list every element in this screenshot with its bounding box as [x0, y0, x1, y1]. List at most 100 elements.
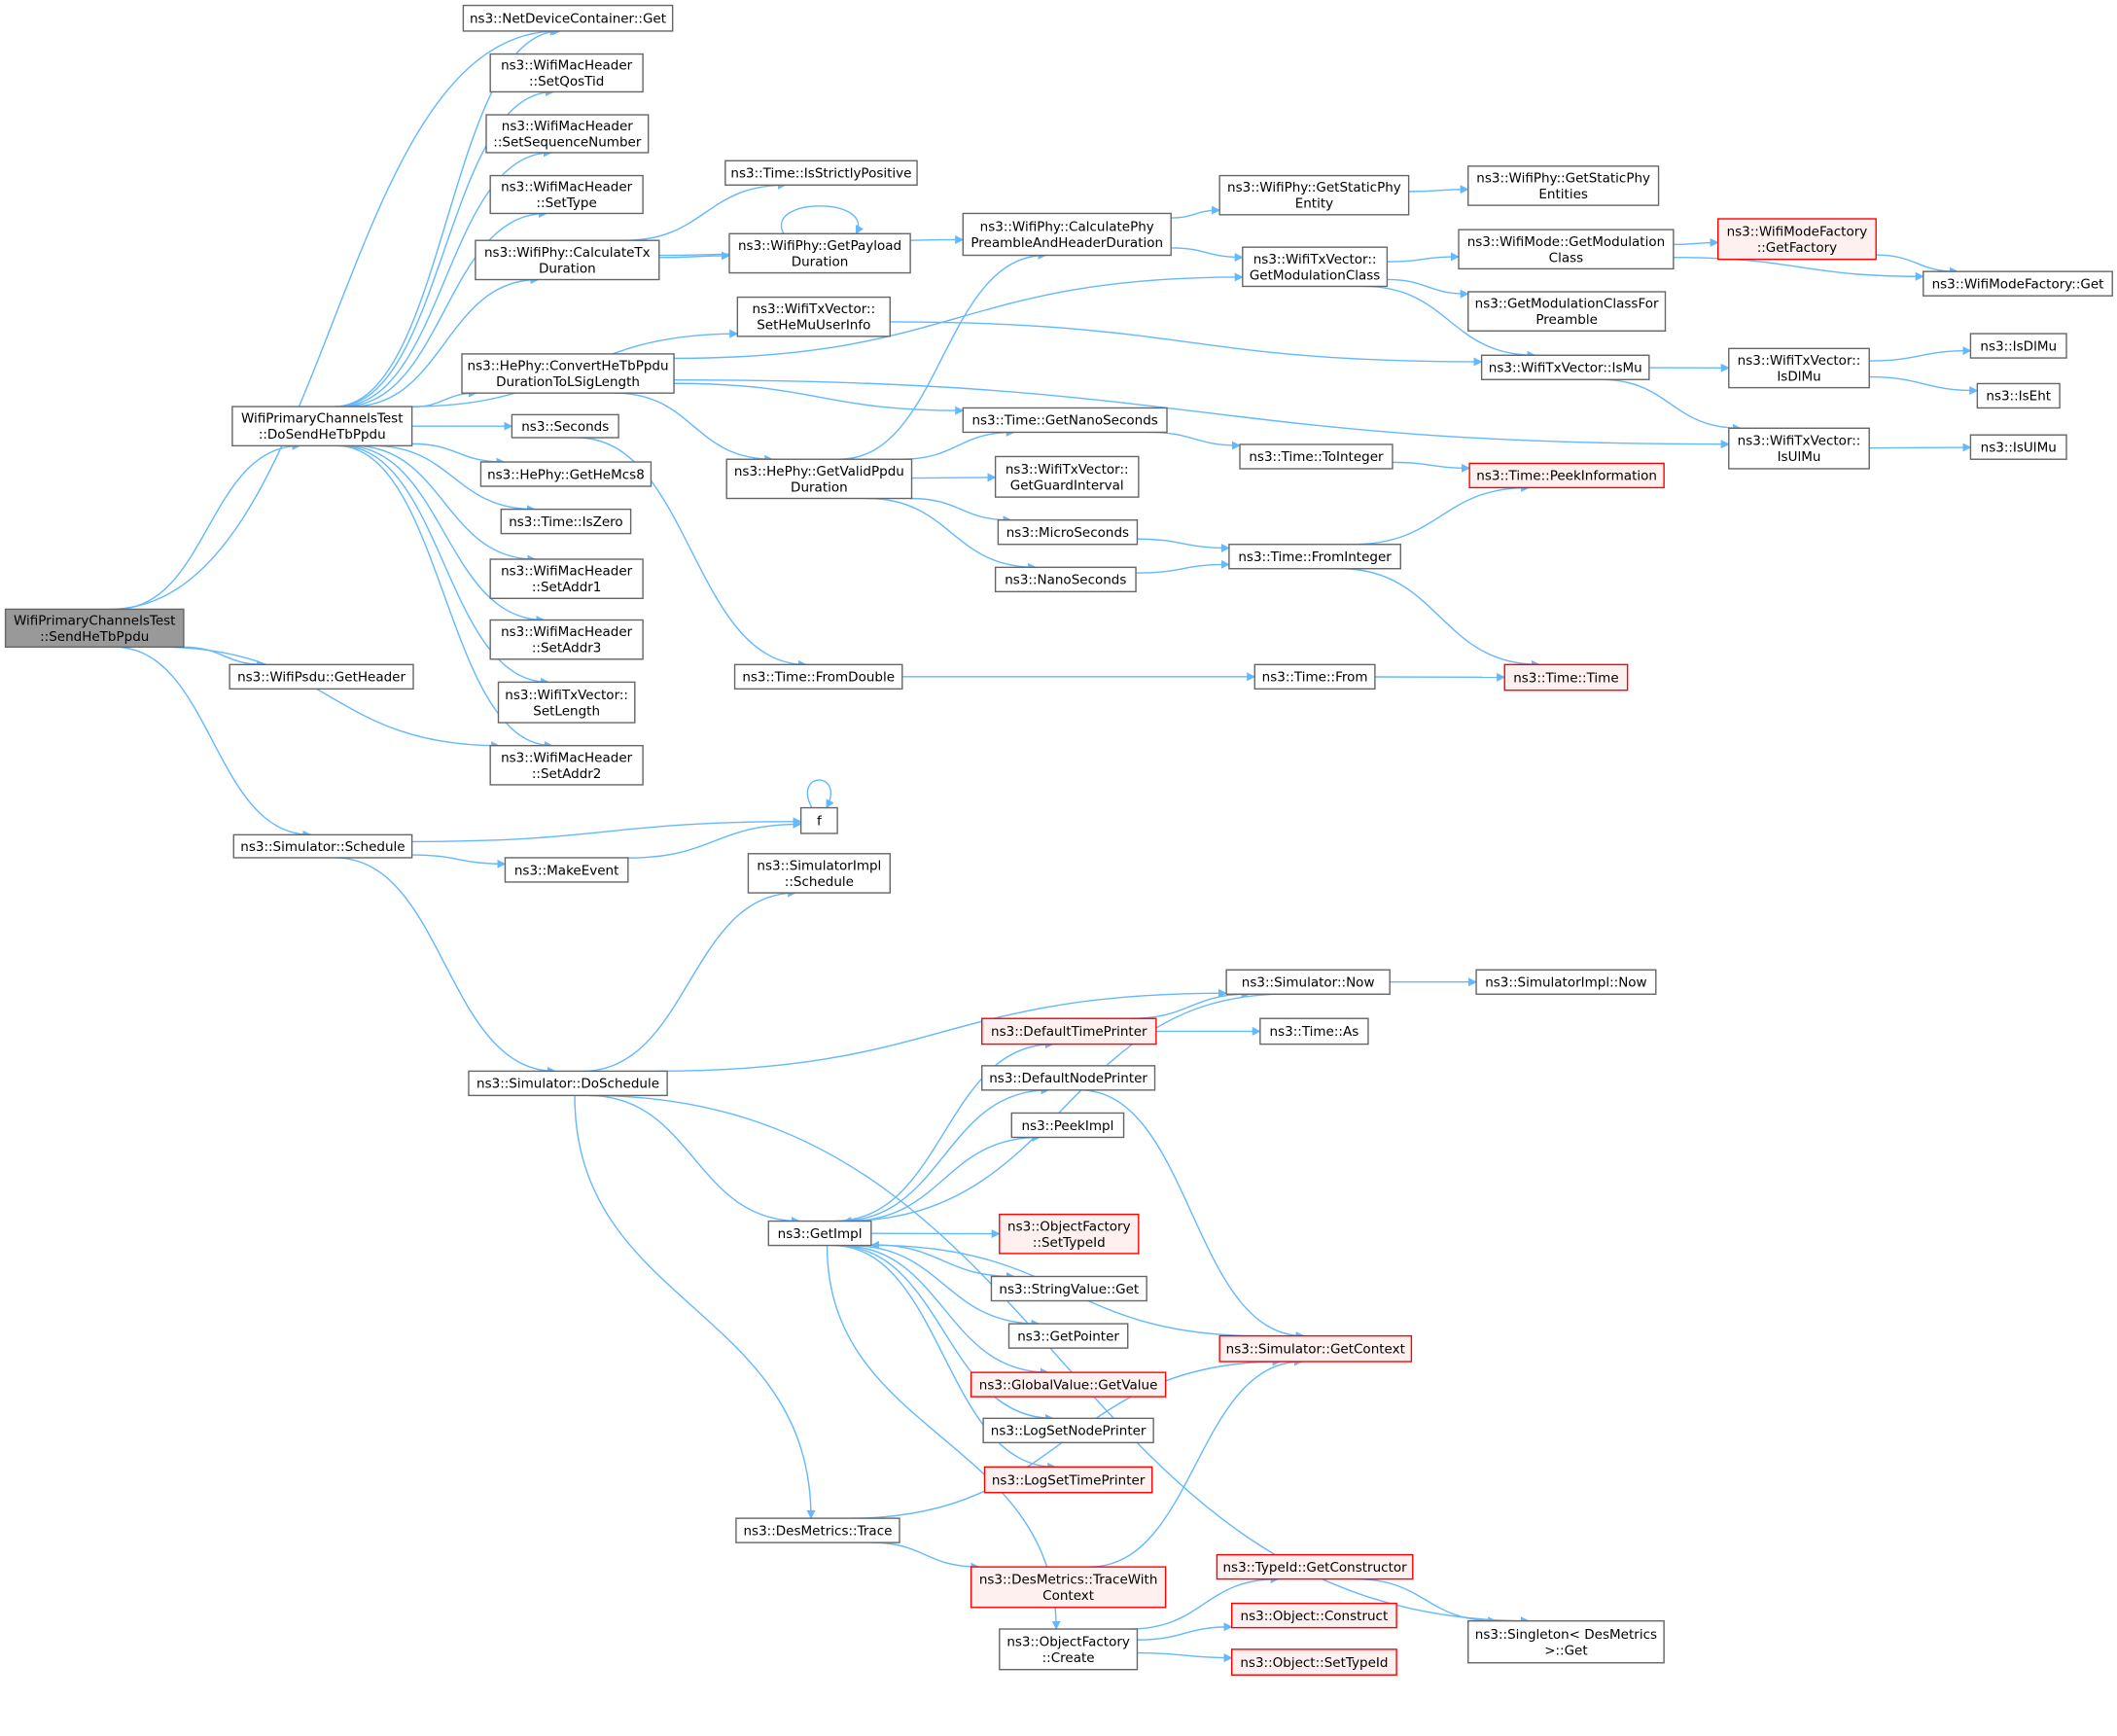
node-setaddr1[interactable]: ns3::WifiMacHeader::SetAddr1	[489, 558, 644, 599]
node-label: ns3::Time::IsZero	[509, 514, 623, 530]
node-label: ns3::WifiMacHeader	[501, 180, 633, 195]
node-label: SetHeMuUserInfo	[757, 318, 870, 334]
node-label: ns3::WifiPhy::GetStaticPhy	[1476, 171, 1650, 187]
node-isulmu[interactable]: ns3::IsUlMu	[1969, 434, 2067, 460]
node-setseqnum[interactable]: ns3::WifiMacHeader::SetSequenceNumber	[485, 114, 650, 154]
node-label: ns3::HePhy::GetValidPpdu	[734, 464, 904, 479]
node-label: ns3::WifiPhy::GetStaticPhy	[1227, 180, 1401, 195]
node-sim-schedule[interactable]: ns3::Simulator::Schedule	[232, 833, 413, 859]
node-fromint[interactable]: ns3::Time::FromInteger	[1228, 544, 1401, 570]
node-root[interactable]: WifiPrimaryChannelsTest::SendHeTbPpdu	[4, 608, 185, 648]
node-iszero[interactable]: ns3::Time::IsZero	[500, 508, 632, 535]
node-typeid-getctor[interactable]: ns3::TypeId::GetConstructor	[1216, 1553, 1414, 1580]
node-sethemu[interactable]: ns3::WifiTxVector::SetHeMuUserInfo	[736, 296, 891, 337]
node-label: SetLength	[533, 703, 600, 719]
node-dosend[interactable]: WifiPrimaryChannelsTest::DoSendHeTbPpdu	[231, 406, 413, 447]
node-logsetnode[interactable]: ns3::LogSetNodePrinter	[982, 1417, 1154, 1444]
node-time-time[interactable]: ns3::Time::Time	[1503, 663, 1629, 691]
node-nano[interactable]: ns3::NanoSeconds	[994, 566, 1137, 593]
node-globalval[interactable]: ns3::GlobalValue::GetValue	[970, 1371, 1167, 1398]
node-toint[interactable]: ns3::Time::ToInteger	[1239, 443, 1394, 470]
node-setaddr3[interactable]: ns3::WifiMacHeader::SetAddr3	[489, 619, 644, 660]
node-desmetrics-trace[interactable]: ns3::DesMetrics::Trace	[735, 1517, 900, 1543]
node-getimpl[interactable]: ns3::GetImpl	[767, 1220, 872, 1247]
node-fromdouble[interactable]: ns3::Time::FromDouble	[733, 663, 903, 691]
node-calcphy[interactable]: ns3::WifiPhy::CalculatePhyPreambleAndHea…	[962, 212, 1172, 257]
node-psdu-getheader[interactable]: ns3::WifiPsdu::GetHeader	[229, 663, 414, 691]
node-deftimeprinter[interactable]: ns3::DefaultTimePrinter	[981, 1017, 1157, 1045]
node-mode-getmod[interactable]: ns3::WifiMode::GetModulationClass	[1458, 229, 1675, 270]
node-label: ns3::GetModulationClassFor	[1475, 297, 1659, 312]
node-f[interactable]: f	[799, 806, 838, 834]
node-getpointer[interactable]: ns3::GetPointer	[1007, 1323, 1129, 1349]
node-singleton-get[interactable]: ns3::Singleton< DesMetrics >::Get	[1467, 1619, 1665, 1664]
node-label: ns3::GlobalValue::GetValue	[979, 1377, 1158, 1393]
edge-getimpl-to-deftimeprinter	[834, 1040, 1054, 1222]
node-gethemcs8[interactable]: ns3::HePhy::GetHeMcs8	[479, 461, 653, 487]
node-getmodclass[interactable]: ns3::WifiTxVector::GetModulationClass	[1242, 246, 1389, 288]
node-isdlmu[interactable]: ns3::IsDlMu	[1969, 333, 2067, 359]
node-setqostid[interactable]: ns3::WifiMacHeader::SetQosTid	[489, 53, 644, 93]
edge-sim-now-to-getimpl	[842, 993, 1285, 1226]
node-netdev-get[interactable]: ns3::NetDeviceContainer::Get	[462, 4, 674, 32]
node-simimpl-sched[interactable]: ns3::SimulatorImpl::Schedule	[747, 853, 891, 894]
node-isdlmu-v[interactable]: ns3::WifiTxVector::IsDlMu	[1728, 347, 1870, 389]
node-label: ns3::MicroSeconds	[1006, 525, 1129, 541]
node-objfact-create[interactable]: ns3::ObjectFactory::Create	[999, 1628, 1139, 1671]
node-peekinfo[interactable]: ns3::Time::PeekInformation	[1468, 462, 1665, 489]
node-time-as[interactable]: ns3::Time::As	[1259, 1017, 1369, 1045]
node-peekimpl[interactable]: ns3::PeekImpl	[1010, 1112, 1125, 1139]
node-label: ::SetAddr2	[532, 766, 602, 782]
node-label: ::SetSequenceNumber	[493, 135, 642, 151]
node-label: >::Get	[1544, 1643, 1587, 1658]
edge-root-to-sim-schedule	[114, 646, 312, 839]
node-micro[interactable]: ns3::MicroSeconds	[997, 519, 1139, 546]
edge-objfact-create-to-obj-construct	[1137, 1622, 1233, 1641]
node-objfact-settype[interactable]: ns3::ObjectFactory::SetTypeId	[999, 1213, 1140, 1255]
node-label: ns3::DefaultNodePrinter	[989, 1071, 1147, 1086]
edge-desmetrics-trace-to-desmetrics-twc	[871, 1541, 980, 1572]
node-obj-settypeid[interactable]: ns3::Object::SetTypeId	[1230, 1648, 1397, 1676]
node-convert[interactable]: ns3::HePhy::ConvertHeTbPpduDurationToLSi…	[461, 353, 675, 394]
node-settype[interactable]: ns3::WifiMacHeader::SetType	[489, 174, 644, 215]
node-label: ns3::WifiModeFactory::Get	[1932, 276, 2104, 292]
edge-sim-schedule-to-f	[411, 817, 802, 843]
node-modefact-get[interactable]: ns3::WifiModeFactory::Get	[1923, 270, 2113, 297]
node-sim-now[interactable]: ns3::Simulator::Now	[1225, 969, 1391, 995]
node-modefact-getf[interactable]: ns3::WifiModeFactory::GetFactory	[1716, 218, 1877, 261]
node-label: ns3::NetDeviceContainer::Get	[470, 12, 666, 27]
node-strval-get[interactable]: ns3::StringValue::Get	[990, 1275, 1147, 1302]
edge-dosend-to-gethemcs8	[411, 443, 506, 467]
node-label: ns3::WifiPhy::CalculatePhy	[980, 220, 1154, 235]
node-setaddr2[interactable]: ns3::WifiMacHeader::SetAddr2	[489, 744, 644, 786]
node-simimpl-now[interactable]: ns3::SimulatorImpl::Now	[1475, 969, 1657, 995]
node-doschedule[interactable]: ns3::Simulator::DoSchedule	[468, 1070, 668, 1097]
node-label: ::GetFactory	[1757, 240, 1837, 256]
node-ismu[interactable]: ns3::WifiTxVector::IsMu	[1480, 354, 1650, 380]
node-label: ns3::Simulator::Now	[1242, 975, 1375, 991]
node-setlength[interactable]: ns3::WifiTxVector::SetLength	[497, 681, 636, 724]
node-defnodeprinter[interactable]: ns3::DefaultNodePrinter	[981, 1065, 1156, 1091]
node-timefrom[interactable]: ns3::Time::From	[1253, 663, 1376, 691]
node-obj-construct[interactable]: ns3::Object::Construct	[1230, 1602, 1397, 1629]
node-getguard[interactable]: ns3::WifiTxVector::GetGuardInterval	[994, 455, 1140, 498]
edge-calcphy-to-getmodclass	[1171, 247, 1244, 263]
node-sim-getcontext[interactable]: ns3::Simulator::GetContext	[1218, 1334, 1413, 1363]
node-label: ns3::PeekImpl	[1022, 1118, 1114, 1134]
node-makeevent[interactable]: ns3::MakeEvent	[504, 857, 629, 883]
node-logsettime[interactable]: ns3::LogSetTimePrinter	[983, 1466, 1153, 1494]
node-iseht[interactable]: ns3::IsEht	[1976, 382, 2061, 409]
edge-getpayload-to-getpayload	[780, 205, 864, 235]
node-isulmu-v[interactable]: ns3::WifiTxVector::IsUlMu	[1728, 427, 1870, 470]
node-seconds[interactable]: ns3::Seconds	[511, 413, 619, 439]
node-isstrictly[interactable]: ns3::Time::IsStrictlyPositive	[724, 159, 918, 186]
node-getnano[interactable]: ns3::Time::GetNanoSeconds	[962, 407, 1168, 434]
node-label: Context	[1042, 1588, 1094, 1604]
